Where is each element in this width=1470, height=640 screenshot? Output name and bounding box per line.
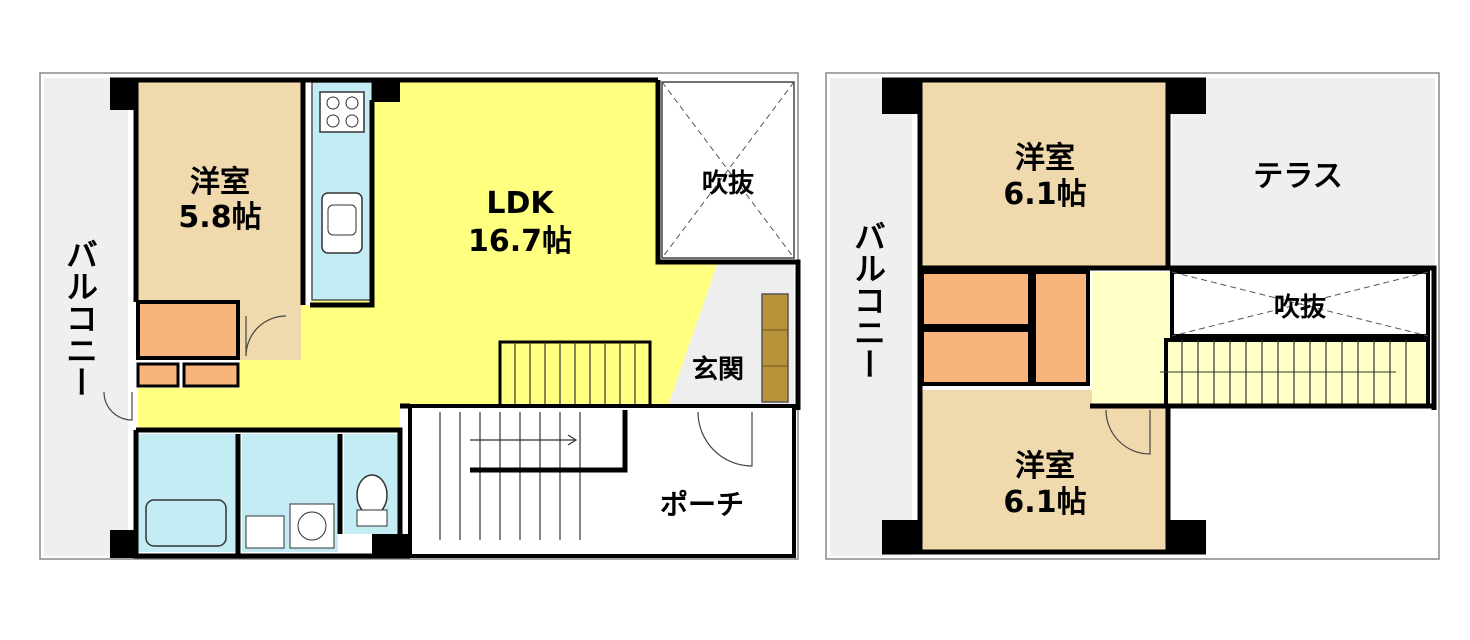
western-room-1f-size: 5.8帖 [178,200,261,235]
stove-burner-icon [326,96,340,110]
washing-machine-drum-icon [297,511,327,541]
door-swing-1f-balcony [103,391,133,421]
western-room-2f-top-area [922,82,1166,270]
entrance-label: 玄関 [692,354,744,385]
balcony-2f-label: バルコニー [849,220,887,380]
pillar [372,80,400,102]
washing-machine-icon [289,503,335,549]
closet-2f-b [920,328,1032,386]
stair-2f-area [1164,338,1430,408]
hall-2f-area [1092,272,1170,404]
western-room-1f-area [138,82,301,302]
pillar [882,80,922,114]
stair-1f-treads [514,342,636,406]
porch-label: ポーチ [660,488,744,521]
void-1f-label: 吹抜 [702,169,755,199]
porch-area [408,404,796,558]
stair-1f-lower-treads [439,412,581,540]
western-room-1f-name: 洋室 [190,165,250,200]
walls-2f [882,77,1437,555]
stair-2f-treads [1181,340,1407,406]
ldk-size: 16.7帖 [468,224,572,259]
balcony-2f-area [830,78,912,556]
closet-1f-small-b [182,362,240,388]
bathtub-icon [145,499,227,547]
sink-basin-icon [327,204,357,236]
stove-burner-icon [345,114,359,128]
door-swing-porch [697,411,753,467]
western-room-2f-top-size: 6.1帖 [1003,177,1086,212]
void-2f-label: 吹抜 [1274,293,1327,323]
terrace-area [1172,78,1435,268]
door-swing-1f-room [245,315,287,357]
stove-burner-icon [345,96,359,110]
pillar [110,530,138,558]
sink-icon [321,192,363,254]
terrace-label: テラス [1253,159,1342,194]
balcony-1f-area [44,78,128,556]
floor-1: 洋室 5.8帖 LDK 16.7帖 吹抜 玄関 ポーチ バルコニー [39,72,801,560]
stove-burner-icon [326,114,340,128]
western-room-2f-top-name: 洋室 [1015,141,1075,176]
western-room-2f-bottom-name: 洋室 [1015,449,1075,484]
western-room-2f-bottom-ext [1090,406,1166,550]
stair-arrow-head-icon [567,434,578,446]
ldk-name: LDK [486,186,555,221]
closet-2f-c [1032,270,1090,386]
closet-1f-small-a [136,362,180,388]
pillar [1166,520,1206,554]
toilet-icon [356,474,388,516]
western-room-2f-bottom-size: 6.1帖 [1003,485,1086,520]
door-swing-2f-room [1105,409,1151,455]
pillar [110,80,138,110]
floor-2: 洋室 6.1帖 洋室 6.1帖 テラス 吹抜 バルコニー [825,72,1440,560]
pillar [1166,80,1206,114]
closet-1f [136,300,240,360]
void-2f-cross [1171,271,1429,337]
closet-2f-a [920,270,1032,328]
pillar [882,520,922,554]
stair-wall [470,410,628,473]
walls-1f [110,77,801,559]
shoe-cabinet [761,293,789,403]
balcony-1f-label: バルコニー [61,238,99,398]
pillar [372,534,410,558]
stove-icon [319,91,365,133]
western-room-1f-lower [240,302,301,360]
washbasin-icon [245,515,285,549]
toilet-tank-icon [356,509,388,527]
void-1f-cross [661,81,795,259]
